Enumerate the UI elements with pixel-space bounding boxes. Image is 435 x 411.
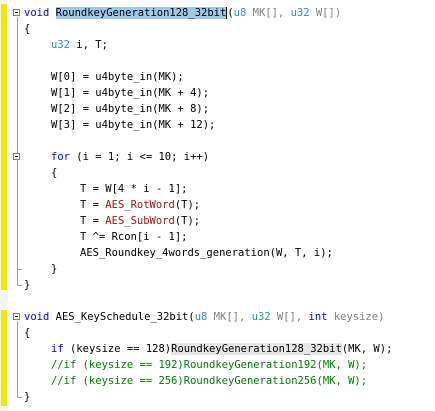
keyword: void [24,311,50,323]
code-line-5[interactable]: W[1] = u4byte_in(MK + 4); [51,87,210,99]
code-line-6[interactable]: W[2] = u4byte_in(MK + 8); [51,103,210,115]
code-line-19[interactable]: if (keysize == 128)RoundkeyGeneration128… [51,341,392,357]
code-text: (T); [174,215,201,227]
selected-function-name[interactable]: RoundkeyGeneration128_32bit [55,7,227,19]
type-name: u8 [194,311,208,323]
code-line-13[interactable]: T ^= Rcon[i - 1]; [80,231,188,243]
code-line-10[interactable]: T = W[4 * i - 1]; [80,183,188,195]
keyword: int [308,311,328,323]
code-text: T = [80,215,106,227]
code-line-18[interactable]: { [24,327,31,339]
fold-guide-end [17,397,22,398]
parameter: MK[], [246,7,291,19]
fold-guide [17,17,18,286]
code-line-4[interactable]: W[0] = u4byte_in(MK); [51,71,184,83]
code-text: i, T; [69,39,108,51]
change-marker [1,310,7,406]
code-text: T = [80,199,106,211]
code-line-8[interactable]: for (i = 1; i <= 10; i++) [51,149,209,165]
code-line-17[interactable]: void AES_KeySchedule_32bit(u8 MK[], u32 … [24,309,384,325]
fold-toggle-icon[interactable] [13,313,20,320]
keyword: for [51,151,70,163]
keyword: void [24,7,50,19]
code-line-7[interactable]: W[3] = u4byte_in(MK + 12); [51,119,216,131]
code-line-22[interactable]: } [24,391,31,403]
macro-name: AES_RotWord [105,199,175,211]
fold-toggle-icon[interactable] [13,153,20,160]
type-name: u8 [233,7,247,19]
type-name: u32 [251,311,271,323]
keyword: if [51,343,64,355]
text-caret [226,7,228,19]
fold-toggle-icon[interactable] [13,9,20,16]
code-line-9[interactable]: { [51,167,58,179]
code-line-11[interactable]: T = AES_RotWord(T); [80,197,200,213]
code-line-3[interactable]: u32 i, T; [51,37,108,53]
parameter: W[], [270,311,309,323]
change-marker [1,4,7,290]
code-text: (keysize == 128) [63,343,172,355]
code-text: (MK, W); [341,343,393,355]
code-text: ( [227,7,234,19]
fold-guide-end [17,269,22,270]
type-name: u32 [290,7,310,19]
code-line-12[interactable]: T = AES_SubWord(T); [80,213,200,229]
parameter: W[]) [309,7,342,19]
macro-name: AES_SubWord [105,215,175,227]
function-name: AES_KeySchedule_32bit( [49,311,195,323]
code-line-2[interactable]: { [24,23,31,35]
code-line-1[interactable]: void RoundkeyGeneration128_32bit(u8 MK[]… [24,5,341,21]
fold-guide [17,321,18,398]
parameter: MK[], [207,311,252,323]
code-line-14[interactable]: AES_Roundkey_4words_generation(W, T, i); [80,247,333,259]
code-line-16[interactable]: } [24,279,31,291]
fold-guide-end [17,285,22,286]
code-line-15[interactable]: } [51,263,58,275]
type-name: u32 [51,39,70,51]
parameter: keysize) [327,311,385,323]
highlighted-reference[interactable]: RoundkeyGeneration128_32bit [171,343,342,355]
code-line-20-comment[interactable]: //if (keysize == 192)RoundkeyGeneration1… [51,359,368,371]
code-text: (T); [174,199,201,211]
code-line-21-comment[interactable]: //if (keysize == 256)RoundkeyGeneration2… [51,375,368,387]
code-text: (i = 1; i <= 10; i++) [69,151,210,163]
